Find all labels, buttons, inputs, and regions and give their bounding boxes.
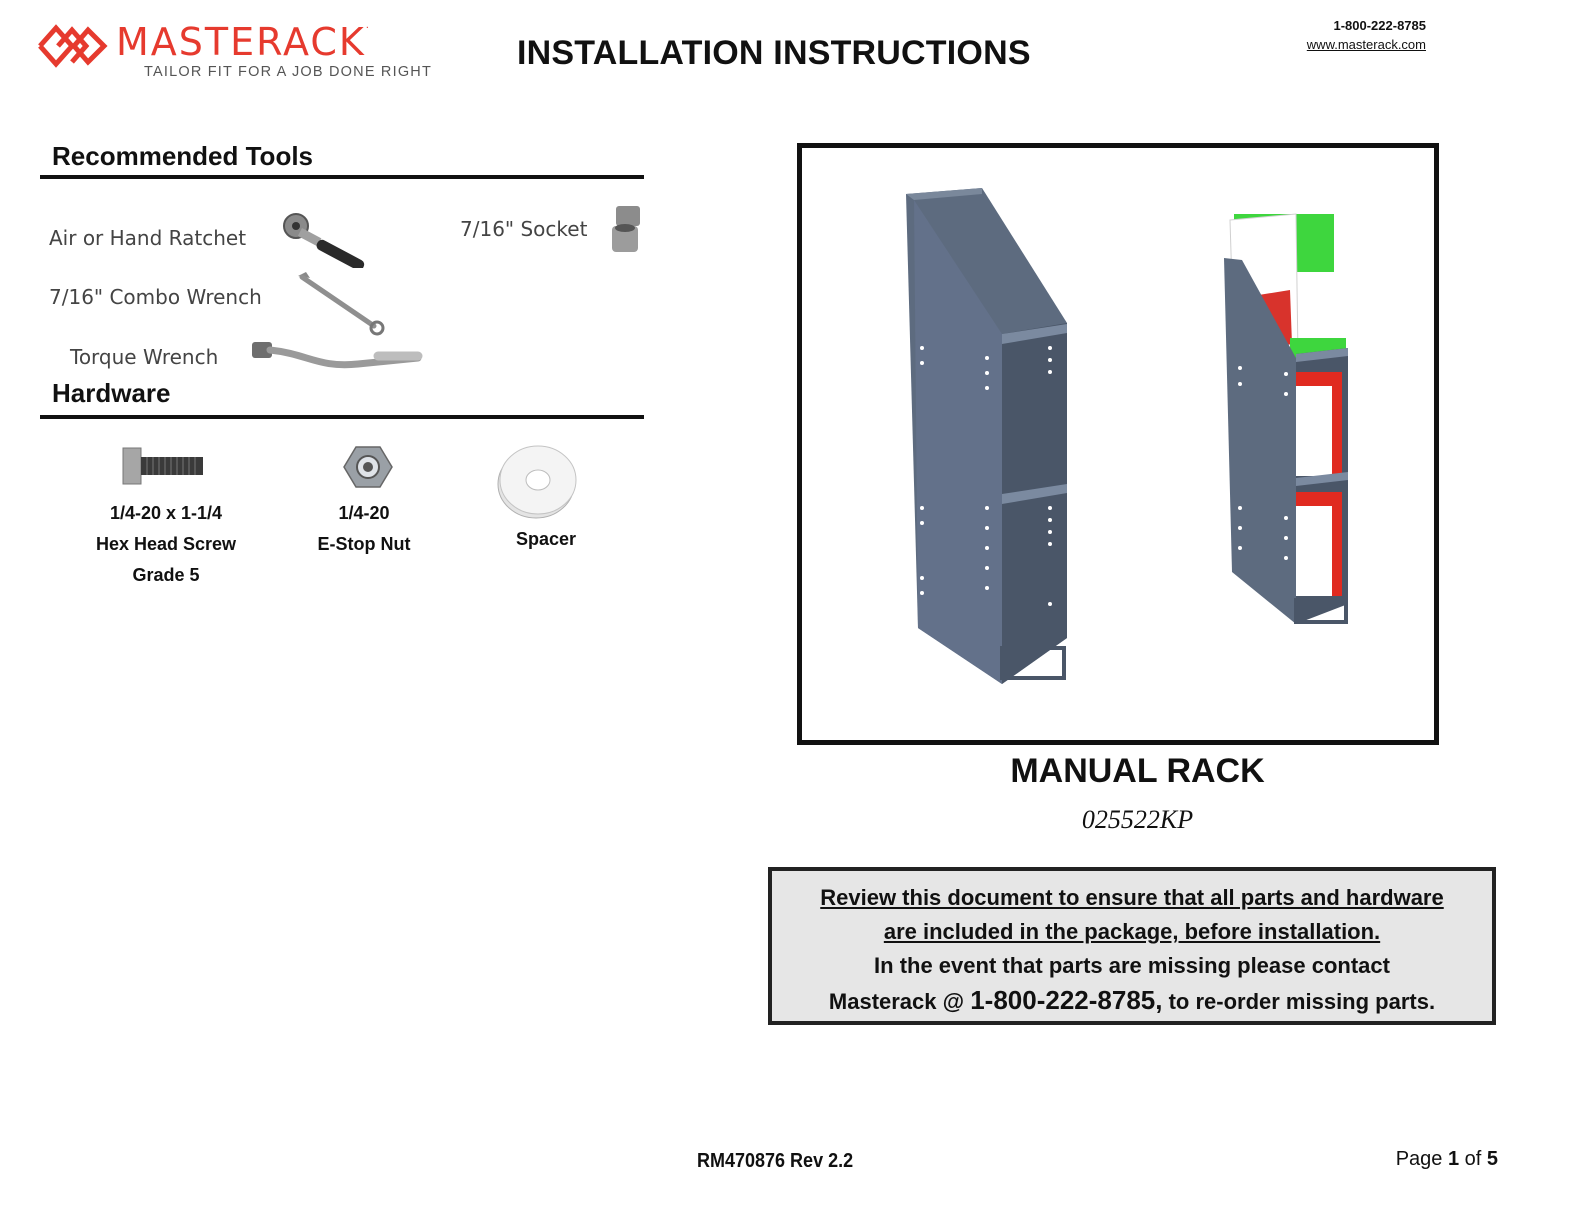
website-link[interactable]: www.masterack.com	[1306, 37, 1426, 52]
part-number: 025522KP	[1081, 805, 1194, 834]
loaded-rack-image	[1224, 213, 1348, 624]
hex-screw-icon	[122, 447, 203, 485]
notice-line-2: are included in the package, before inst…	[883, 919, 1381, 944]
ratchet-icon	[283, 213, 365, 268]
notice-line-1: Review this document to ensure that all …	[820, 885, 1444, 910]
notice-phone: 1-800-222-8785,	[970, 985, 1163, 1015]
spacer-icon	[497, 445, 577, 519]
masterack-logo: MASTERACK. TAILOR FIT FOR A JOB DONE RIG…	[36, 20, 456, 86]
hardware-heading: Hardware	[52, 378, 171, 408]
logo-mark-icon	[38, 24, 108, 68]
notice-line-4: Masterack @ 1-800-222-8785, to re-order …	[828, 985, 1436, 1015]
contact-phone: 1-800-222-8785	[1333, 18, 1426, 33]
tools-divider	[40, 175, 644, 179]
nut-icon	[343, 446, 393, 488]
hex-screw-label: 1/4-20 x 1-1/4 Hex Head Screw Grade 5	[95, 503, 237, 585]
nut-label: 1/4-20 E-Stop Nut	[317, 503, 411, 554]
tool-label-combo-wrench: 7/16" Combo Wrench	[49, 285, 262, 309]
socket-icon	[612, 206, 640, 252]
tool-label-socket: 7/16" Socket	[460, 217, 588, 241]
combo-wrench-icon	[298, 272, 385, 336]
hardware-divider	[40, 415, 644, 419]
product-name: MANUAL RACK	[1010, 752, 1265, 790]
tool-label-torque-wrench: Torque Wrench	[70, 345, 219, 369]
spacer-label: Spacer	[515, 529, 577, 549]
document-title: INSTALLATION INSTRUCTIONS	[517, 34, 1031, 72]
product-image-frame	[797, 143, 1439, 745]
brand-tagline: TAILOR FIT FOR A JOB DONE RIGHT	[144, 64, 433, 80]
notice-line-3: In the event that parts are missing plea…	[874, 953, 1390, 978]
tools-heading: Recommended Tools	[52, 141, 314, 171]
torque-wrench-icon	[252, 342, 423, 369]
tool-label-ratchet: Air or Hand Ratchet	[49, 226, 247, 250]
page-indicator: Page 1 of 5	[1395, 1148, 1498, 1170]
empty-rack-image	[906, 188, 1067, 684]
contact-info: 1-800-222-8785 www.masterack.com	[1307, 18, 1426, 52]
parts-review-notice: Review this document to ensure that all …	[768, 867, 1496, 1025]
brand-name: MASTERACK	[116, 20, 366, 64]
document-revision: RM470876 Rev 2.2	[697, 1150, 854, 1172]
product-images	[906, 188, 1348, 684]
